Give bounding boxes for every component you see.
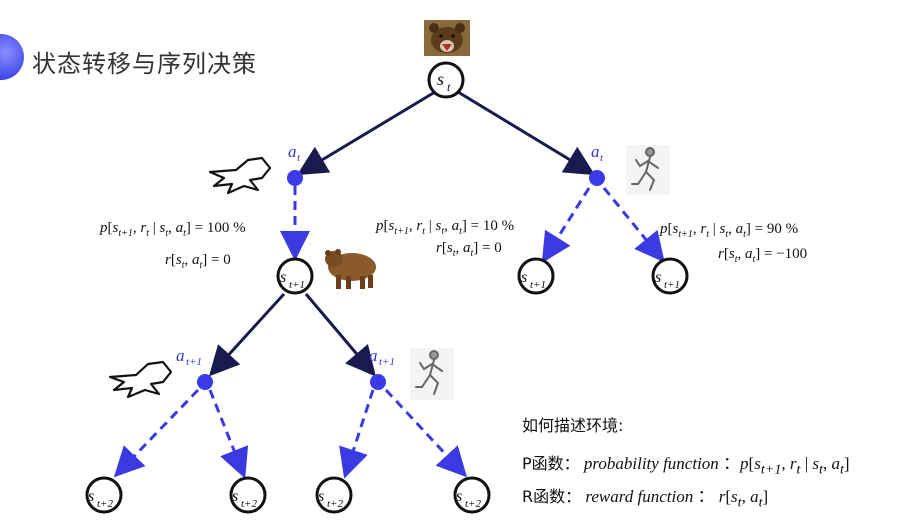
state-label: s [232, 488, 238, 505]
state-node [276, 257, 314, 295]
legend-heading: 如何描述环境: [522, 416, 624, 435]
bear-walking-icon [325, 249, 376, 289]
state-node [229, 476, 267, 514]
reward-annotation-right: r[st, at] = −100 [718, 246, 807, 265]
action-sub: t+1 [186, 356, 202, 368]
legend-r-function: R函数： reward function ： r[st, at] [522, 487, 769, 511]
state-label: s [655, 269, 661, 286]
state-sub: t [447, 80, 451, 94]
state-sub: t+2 [465, 498, 481, 510]
state-sub: t+1 [289, 279, 305, 291]
action-label: a [176, 346, 185, 365]
state-label: s [280, 269, 286, 286]
edge-dashed-rr [384, 388, 468, 478]
prob-annotation-mid: p[st+1, rt | st, at] = 10 % [375, 218, 514, 237]
reward-annotation-mid: r[st, at] = 0 [436, 240, 502, 259]
reward-annotation-left: r[st, at] = 0 [165, 252, 231, 271]
action-dot [287, 170, 303, 186]
edge-mid-left [208, 292, 286, 377]
action-sub: t [600, 152, 604, 164]
running-person-icon [626, 145, 670, 195]
edge-dashed-rl [339, 389, 375, 479]
state-node [85, 476, 123, 514]
edge-dashed-right-a [541, 187, 591, 264]
action-dot [370, 374, 386, 390]
action-sub: t+1 [379, 356, 395, 368]
state-label: s [456, 488, 462, 505]
state-label: s [437, 69, 444, 89]
lying-person-icon [108, 156, 272, 399]
bear-roaring-icon [424, 20, 470, 56]
edge-dashed-lr [208, 389, 249, 479]
prob-annotation-right: p[st+1, rt | st, at] = 90 % [659, 221, 798, 240]
state-label: s [88, 488, 94, 505]
state-node [315, 476, 353, 514]
legend-p-function: P函数： probability function ：p[st+1, rt | … [522, 454, 850, 478]
state-sub: t+2 [241, 498, 257, 510]
edge-root-right [457, 90, 596, 176]
action-label: a [288, 142, 297, 161]
state-node [651, 257, 689, 295]
action-sub: t [297, 152, 301, 164]
state-node [517, 257, 555, 295]
running-person-icon [410, 348, 454, 400]
state-sub: t+2 [327, 498, 343, 510]
action-dot [197, 374, 213, 390]
state-sub: t+1 [530, 279, 546, 291]
state-sub: t+1 [664, 279, 680, 291]
state-label: s [318, 488, 324, 505]
state-node [453, 476, 491, 514]
edge-dashed-ll [113, 388, 200, 478]
action-dot [589, 170, 605, 186]
state-label: s [521, 269, 527, 286]
edge-dashed-right-b [602, 187, 665, 263]
edge-mid-right [304, 293, 376, 377]
state-node [427, 61, 465, 99]
prob-annotation-left: p[st+1, rt | st, at] = 100 % [99, 220, 246, 239]
edge-root-left [296, 90, 436, 176]
page-title: 状态转移与序列决策 [32, 50, 257, 78]
action-label: a [369, 346, 378, 365]
state-sub: t+2 [97, 498, 113, 510]
action-label: a [591, 142, 600, 161]
